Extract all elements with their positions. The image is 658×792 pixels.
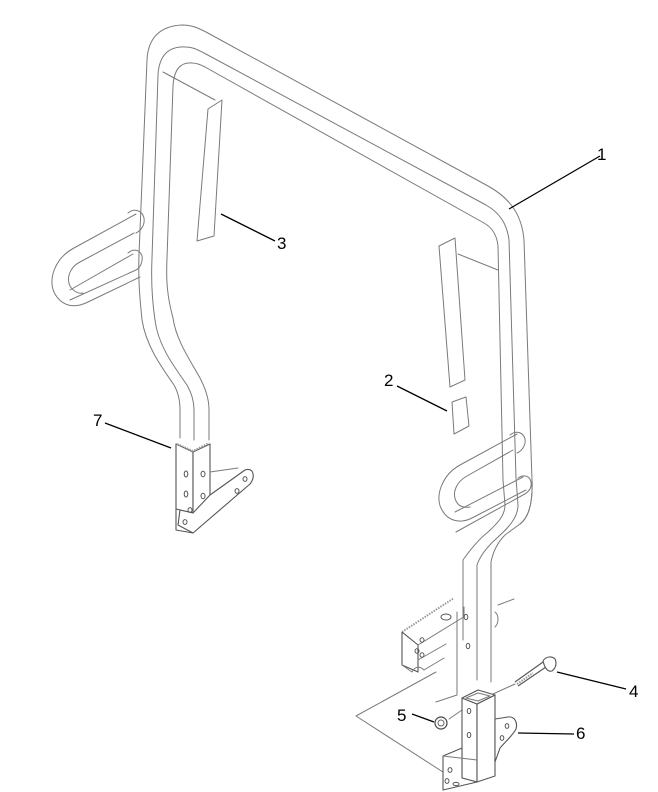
left-mount-bracket (175, 442, 254, 534)
decal-2 (438, 237, 470, 435)
leader-7 (104, 422, 172, 449)
leader-5 (411, 713, 435, 723)
callout-3: 3 (277, 234, 287, 253)
callout-5: 5 (397, 706, 407, 725)
leader-1 (508, 155, 601, 210)
leader-4 (556, 671, 627, 690)
callout-1: 1 (597, 145, 607, 164)
leader-lines (104, 155, 627, 735)
callout-2: 2 (384, 371, 394, 390)
projection-lines (355, 606, 471, 775)
leader-2 (396, 385, 448, 412)
callout-7: 7 (93, 411, 103, 430)
leader-6 (517, 732, 575, 735)
bolt-4 (492, 656, 557, 695)
leader-3 (220, 213, 276, 242)
left-handle (51, 209, 145, 307)
frame-rail (401, 597, 515, 673)
callout-6: 6 (576, 724, 586, 743)
nut-5 (434, 707, 466, 730)
decal-3 (196, 99, 223, 242)
roll-bar-hoop (138, 24, 533, 683)
callout-4: 4 (629, 682, 639, 701)
right-mount-bracket (442, 689, 518, 791)
right-handle (438, 431, 532, 533)
